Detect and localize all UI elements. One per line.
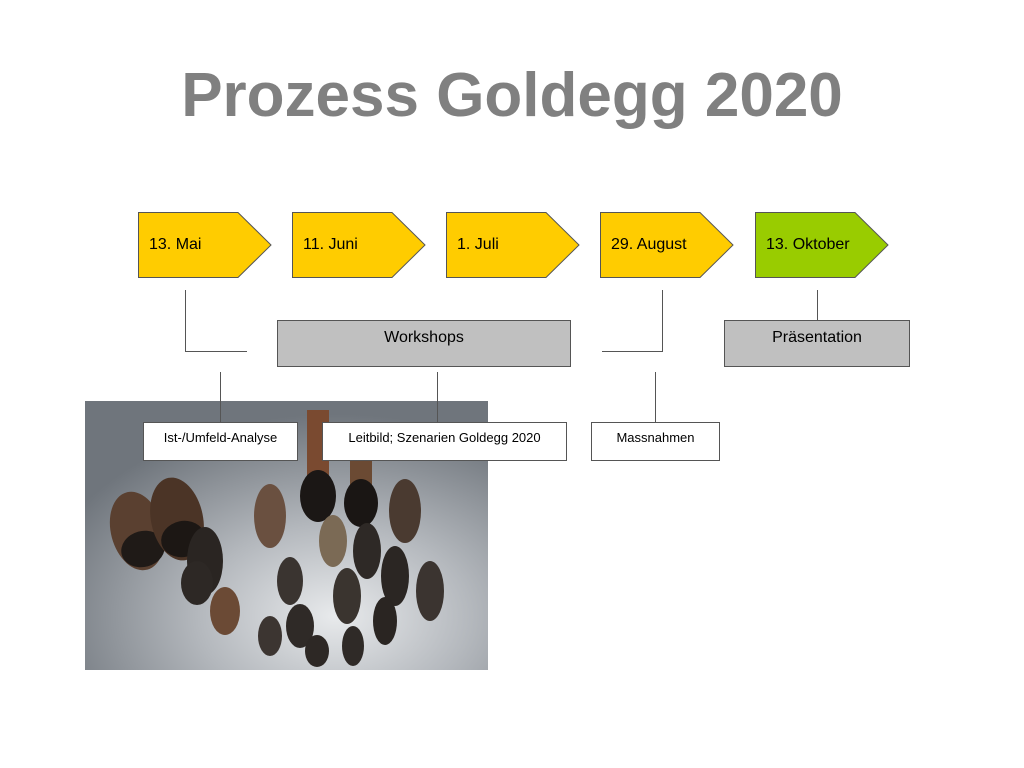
milestone-label: 29. August xyxy=(611,236,687,253)
milestone-2: 11. Juni xyxy=(292,212,426,278)
connector-line xyxy=(437,372,438,422)
milestone-label: 13. Oktober xyxy=(766,236,850,253)
connector-line xyxy=(185,351,247,352)
connector-line xyxy=(185,290,186,352)
milestone-4: 29. August xyxy=(600,212,734,278)
connector-line xyxy=(602,351,663,352)
massnahmen-box: Massnahmen xyxy=(591,422,720,461)
leitbild-box: Leitbild; Szenarien Goldegg 2020 xyxy=(322,422,567,461)
milestone-label: 13. Mai xyxy=(149,236,202,253)
milestone-label: 11. Juni xyxy=(303,236,358,253)
connector-line xyxy=(817,290,818,320)
milestone-5: 13. Oktober xyxy=(755,212,889,278)
workshops-box: Workshops xyxy=(277,320,571,367)
milestone-label: 1. Juli xyxy=(457,236,499,253)
ist-analyse-box: Ist-/Umfeld-Analyse xyxy=(143,422,298,461)
milestone-3: 1. Juli xyxy=(446,212,580,278)
chevron-shape xyxy=(292,212,426,278)
chevron-shape xyxy=(600,212,734,278)
connector-line xyxy=(655,372,656,422)
milestone-1: 13. Mai xyxy=(138,212,272,278)
connector-line xyxy=(220,372,221,422)
chevron-shape xyxy=(755,212,889,278)
connector-line xyxy=(662,290,663,352)
chevron-shape xyxy=(446,212,580,278)
chevron-shape xyxy=(138,212,272,278)
praesentation-box: Präsentation xyxy=(724,320,910,367)
slide-title: Prozess Goldegg 2020 xyxy=(181,61,843,130)
